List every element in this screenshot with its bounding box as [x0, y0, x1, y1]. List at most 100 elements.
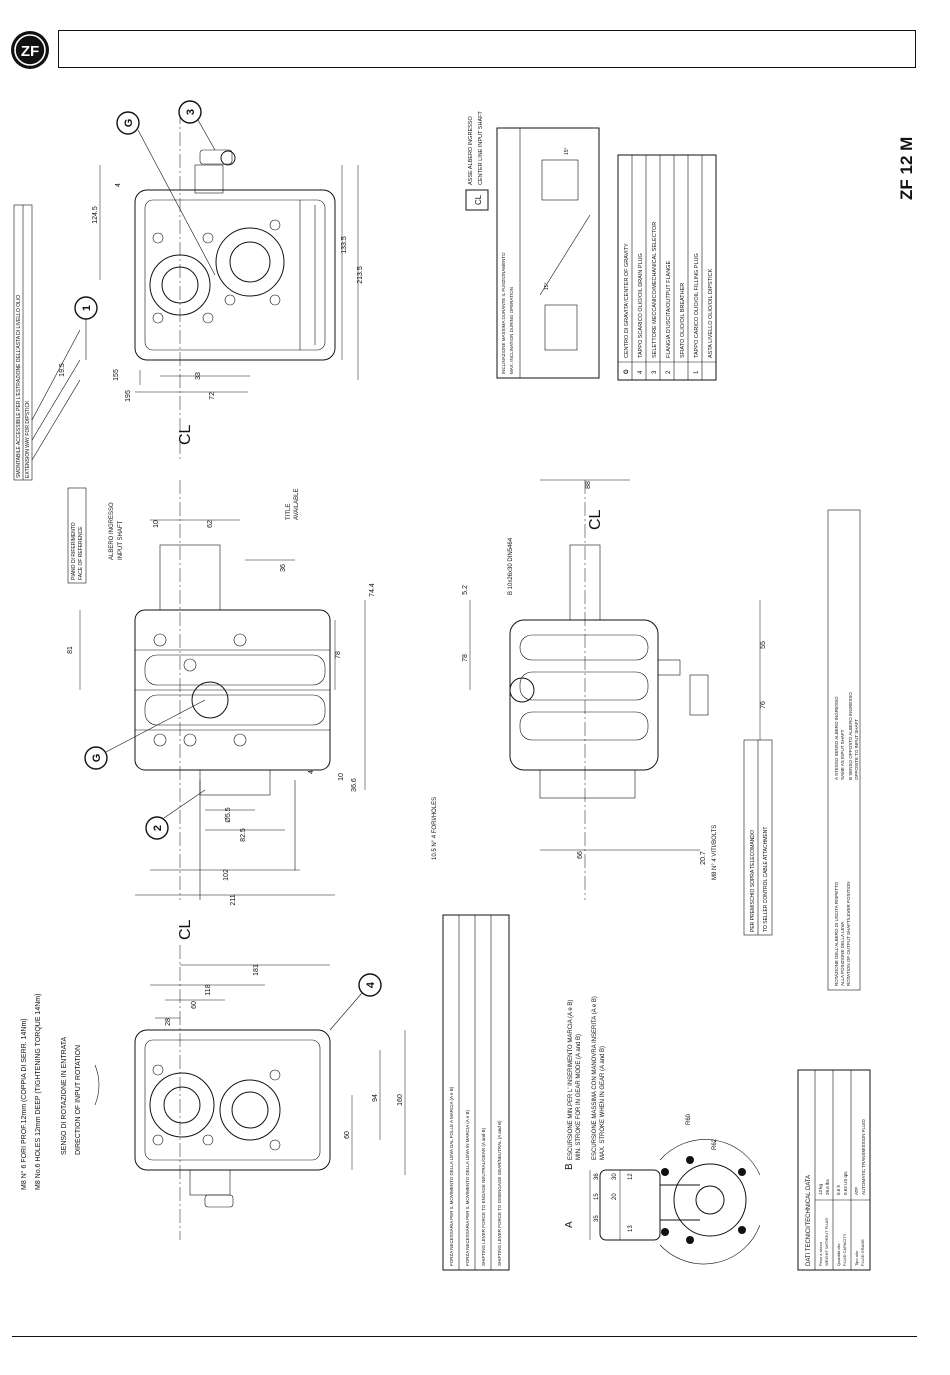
- callout-2: 2: [145, 789, 206, 840]
- tech-title: DATI TECNICI/TECHNICAL DATA: [806, 1175, 812, 1266]
- rot-item-b-line1: B SENSO OPPOSTO ALBERO INGRESSO: [848, 692, 853, 780]
- tech-row2-en: FLUID CAPACITY: [842, 1233, 847, 1266]
- logo-text: ZF: [21, 43, 39, 60]
- holes-note-line1: M8 N° 6 FORI PROF.12mm (COPPIA DI SERR. …: [20, 1018, 28, 1190]
- legend-key-g: G: [624, 369, 630, 374]
- tech-row2-value: 0.6 lt: [836, 1184, 841, 1195]
- lever-dim-36: 36: [594, 1173, 600, 1180]
- centerline-label-bottom: CL: [177, 919, 194, 940]
- inclination-box: INCLINAZIONE MASSIMA DURANTE IL FUNZIONA…: [496, 127, 600, 379]
- dim-72: 72: [209, 392, 216, 400]
- legend-text-breather: SFIATO OLIO/OIL BREATHER: [680, 283, 686, 358]
- cable-note-line1: PER PREMISCHIO SOPRA TELECOMANDO: [750, 830, 756, 932]
- cl-note-line2: CENTER LINE INPUT SHAFT: [478, 111, 484, 185]
- tech-row1-value2: 28.6 lbs: [825, 1178, 830, 1195]
- force-row-3: SHIFTING LEVER FORCE TO ENGAGE NEUTRAL/G…: [481, 1127, 486, 1266]
- tech-row3-en: FLUID GRADE: [860, 1239, 865, 1266]
- bolts-label: M8 N° 4 VITI/BOLTS: [712, 825, 718, 880]
- dim-160: 160: [397, 1094, 404, 1106]
- dim-211: 211: [230, 894, 237, 905]
- dim-10: 10: [153, 520, 160, 528]
- tech-data-table: DATI TECNICI/TECHNICAL DATA Peso a secco…: [797, 1069, 871, 1271]
- lever-label-b: B: [564, 1163, 575, 1170]
- callout-g-top: G: [116, 111, 216, 276]
- top-left-view: 124.5 4 133.5 213.5 19.5 155 195 33 72 S…: [13, 110, 364, 481]
- middle-view: 10 62 36 81 78 74.4 4 10 36.6 Ø5.5 82.5 …: [67, 480, 438, 906]
- dim-36-6: 36.6: [351, 778, 358, 792]
- legend-key-2: 2: [666, 370, 672, 374]
- dim-181: 181: [253, 964, 260, 976]
- holes-label: 10.5 N° 4 FORI/HOLES: [432, 797, 438, 860]
- dim-88: 88: [585, 481, 592, 489]
- cl-symbol: CL: [474, 194, 483, 205]
- dipstick-note-line1: SMONTABILE ACCESSIBILE PER L'ESTRAZIONE …: [16, 295, 22, 478]
- lever-dim-13: 13: [628, 1225, 634, 1232]
- dim-55: 55: [760, 641, 767, 649]
- inclination-line1: INCLINAZIONE MASSIMA DURANTE IL FUNZIONA…: [501, 252, 506, 374]
- dim-74-4: 74.4: [369, 583, 376, 597]
- dim-133-5: 133.5: [341, 236, 348, 254]
- rot-item-b-line2: OPPOSITE TO INPUT SHAFT: [854, 719, 859, 780]
- holes-note-line2: M8 No.6 HOLES 12mm DEEP (TIGHTENING TORQ…: [35, 994, 42, 1190]
- ref-face-line2: FACE OF REFERENCE: [78, 526, 84, 580]
- cl-symbol-note: CL ASSE ALBERO INGRESSO CENTER LINE INPU…: [465, 111, 489, 211]
- rot-item-a-line1: A STESSO SENSO ALBERO INGRESSO: [834, 696, 839, 780]
- inclination-line2: MAX. INCLINATION DURING OPERATION: [509, 287, 514, 374]
- callout-g-middle: G: [84, 699, 206, 770]
- dim-118: 118: [205, 984, 212, 995]
- legend-text-g: CENTRO DI GRAVITA'/CENTER OF GRAVITY: [624, 243, 630, 358]
- header-title-box: [58, 30, 916, 68]
- tech-row1-it: Peso a secco: [818, 1241, 823, 1266]
- inclination-boat-icon-1: [544, 304, 578, 351]
- dim-82-5: 82.5: [240, 828, 247, 842]
- stroke-min-line1: ESCURSIONE MIN.PER L' INSERIMENTO MARCIA…: [568, 1000, 574, 1160]
- dipstick-note-line2: EXTENSION WAY FOR DIPSTICK: [25, 400, 31, 478]
- svg-text:G: G: [91, 754, 103, 763]
- tech-row1-en: WEIGHT WITHOUT FLUID: [824, 1218, 829, 1266]
- dim-76: 76: [760, 701, 767, 709]
- dim-78: 78: [335, 651, 342, 659]
- dim-4-mid: 4: [308, 770, 315, 774]
- centerline-label-right: CL: [587, 509, 604, 530]
- inclination-angle-1: 15°: [544, 282, 550, 290]
- rotation-note: ROTAZIONE DELL'ALBERO DI USCITA RISPETTO…: [827, 509, 861, 991]
- stroke-min-line2: MIN. STROKE FOR IN GEAR MODE (A and B): [576, 1034, 582, 1160]
- dim-33: 33: [195, 372, 202, 380]
- force-row-2: FORZA NECESSARIA PER IL MOVIMENTO DELLA …: [465, 1110, 470, 1266]
- lever-dim-15: 15: [594, 1193, 600, 1200]
- callout-4: 4: [329, 973, 382, 1031]
- svg-text:G: G: [123, 119, 135, 128]
- callout-1: 1: [74, 296, 98, 360]
- legend-text-dipstick: ASTA LIVELLO OLIO/OIL DIPSTICK: [708, 268, 714, 358]
- rotation-arrow-icon: [94, 1064, 100, 1106]
- legend-key-1: 1: [694, 370, 700, 374]
- legend-key-3: 3: [652, 370, 658, 374]
- dim-155: 155: [113, 369, 120, 381]
- right-middle-view: 5.2 88 78 55 76 66 20.7 B 10x26x30 DIN54…: [462, 479, 773, 936]
- rot-note-line2: ALLA POSIZIONE DELLA LEVA: [840, 922, 845, 986]
- lever-view: 15 35 36 20 30 13 12 R60 R62 A B ESCURSI…: [564, 996, 761, 1265]
- force-row-1: FORZA NECESSARIA PER IL MOVIMENTO DELLA …: [449, 1086, 454, 1266]
- stroke-max-line1: ESCURSIONE MASSIMA CON MANOVRA INSERITA …: [592, 996, 598, 1160]
- lever-dim-30: 30: [612, 1173, 618, 1180]
- tech-row2-value2: 0.63 US qts: [843, 1171, 848, 1195]
- rot-item-a-line2: SAME AS INPUT SHAFT: [840, 729, 845, 780]
- dim-213-5: 213.5: [357, 266, 364, 284]
- bottom-left-view: 181 118 60 28 94 60 160 M8 N° 6 FORI PRO…: [20, 945, 406, 1240]
- title-available-line1: TITLE: [286, 504, 292, 520]
- rotation-note-line2: DIRECTION OF INPUT ROTATION: [75, 1045, 82, 1155]
- cl-note-line1: ASSE ALBERO INGRESSO: [468, 116, 474, 185]
- legend-text-4: TAPPO SCARICO OLIO/OIL DRAIN PLUG: [638, 253, 644, 358]
- lever-dim-r62: R62: [712, 1138, 718, 1150]
- inclination-boat-icon-2: [541, 159, 579, 201]
- svg-text:1: 1: [81, 305, 93, 311]
- dim-78-right: 78: [462, 654, 469, 662]
- dim-102: 102: [223, 869, 230, 881]
- tech-row1-value: 13 kg: [818, 1183, 823, 1195]
- footer-rule: [12, 1336, 917, 1337]
- title-available-line2: AVAILABLE: [294, 489, 300, 520]
- lever-dim-r60: R60: [686, 1113, 692, 1125]
- dim-60-b: 60: [344, 1131, 351, 1139]
- dim-66: 66: [577, 851, 584, 859]
